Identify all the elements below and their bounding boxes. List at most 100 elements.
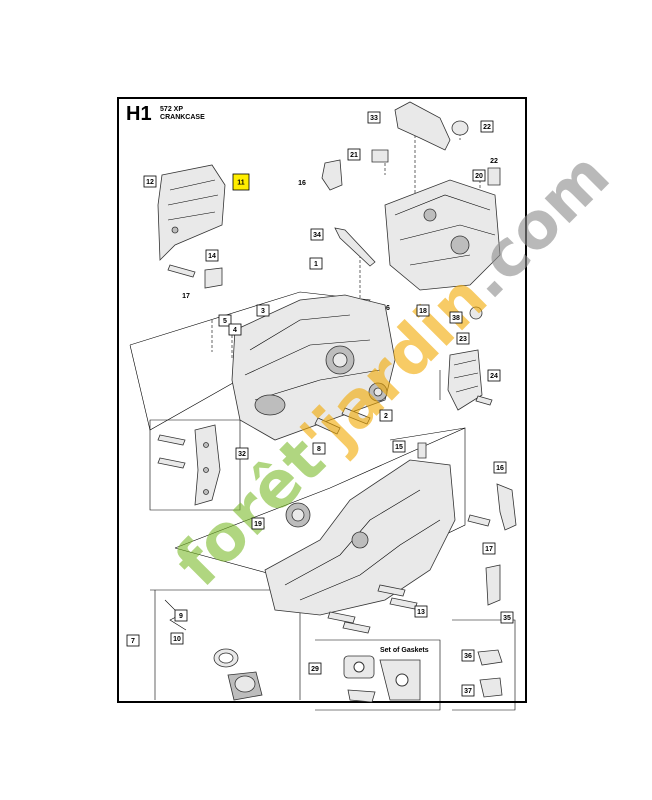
bearing-6 [368,382,388,402]
callout-8: 8 [312,442,326,455]
callout-box [461,684,475,697]
callout-3: 3 [256,304,270,317]
callout-box [126,634,140,647]
callout-box [472,169,486,182]
callout-number: 37 [464,688,472,695]
callout-box [480,120,494,133]
callout-35: 35 [500,611,514,624]
callout-number: 34 [313,232,321,239]
callout-number: 16 [298,180,306,187]
callout-box [143,175,157,188]
bracket-14 [204,267,223,289]
callout-number: 21 [350,152,358,159]
callout-number: 38 [452,315,460,322]
callout-number: 3 [261,308,265,315]
callout-box [379,409,393,422]
callout-34: 34 [310,228,324,241]
callout-21: 21 [347,148,361,161]
callout-number: 32 [238,451,246,458]
callout-number: 1 [314,261,318,268]
callout-36: 36 [461,649,475,662]
callout-number: 35 [503,615,511,622]
callout-22: 22 [480,120,494,133]
callout-number: 12 [146,179,154,186]
callout-number: 9 [179,613,183,620]
section-name: CRANKCASE [160,114,205,121]
callout-16: 16 [493,461,507,474]
callout-18: 18 [416,304,430,317]
callout-number: 36 [464,653,472,660]
highlight-box [232,173,250,191]
callout-7: 7 [126,634,140,647]
gasket-32 [157,424,221,506]
plate-16-lower [485,483,517,606]
callout-box [256,304,270,317]
callout-number: 2 [384,413,388,420]
tool-36 [477,649,503,666]
section-code: H1 [126,103,152,125]
callout-number: 24 [490,373,498,380]
screws-13 [327,584,418,634]
callout-29: 29 [308,662,322,675]
valve-20 [487,167,501,186]
grommet-22 [451,120,469,136]
callout-number: 18 [419,308,427,315]
callout-box [482,542,496,555]
callout-box [414,605,428,618]
callout-box [493,461,507,474]
callout-23: 23 [456,332,470,345]
screw-17-lower [467,514,491,527]
seal-ring-10 [213,648,239,668]
callout-11: 11 [232,173,250,191]
callout-box [308,662,322,675]
callout-1: 1 [309,257,323,270]
callout-32: 32 [235,447,249,460]
callout-box [500,611,514,624]
callout-box [392,440,406,453]
pin-2 [314,407,371,435]
crankcase-upper [231,294,396,441]
crankcase-lower [264,459,456,616]
model-name: 572 XP [160,106,183,113]
callout-box [218,314,232,327]
callout-box [312,442,326,455]
callout-number: 19 [254,521,262,528]
callout-box [228,323,242,336]
callout-box [235,447,249,460]
callout-number: 10 [173,636,181,643]
callout-number: 33 [370,115,378,122]
callout-17: 17 [482,542,496,555]
callout-number: 16 [496,465,504,472]
callout-4: 4 [228,323,242,336]
callout-10: 10 [170,632,184,645]
callout-5: 5 [218,314,232,327]
callout-box [367,111,381,124]
callout-box [487,369,501,382]
callout-number: 17 [485,546,493,553]
callout-box [251,517,265,530]
fuel-cap-38 [469,306,483,320]
section-title: 572 XP CRANKCASE [160,106,205,122]
callout-box [205,249,219,262]
shield-23 [447,349,483,411]
cover-16-top [321,159,343,191]
callout-number: 7 [131,638,135,645]
callout-13: 13 [414,605,428,618]
callout-number: 13 [417,609,425,616]
callout-38: 38 [449,311,463,324]
screw-17-top [167,264,196,278]
gasket-set-29 [343,655,421,703]
callout-number: 14 [208,253,216,260]
callout-box [170,632,184,645]
tank-housing [384,179,501,291]
pin-15 [417,442,427,459]
callout-number: 17 [182,293,190,300]
callout-9: 9 [174,609,188,622]
callout-number: 29 [311,666,319,673]
callout-box [461,649,475,662]
link-34 [334,227,376,267]
bracket-33 [394,101,451,151]
callout-number: 20 [475,173,483,180]
